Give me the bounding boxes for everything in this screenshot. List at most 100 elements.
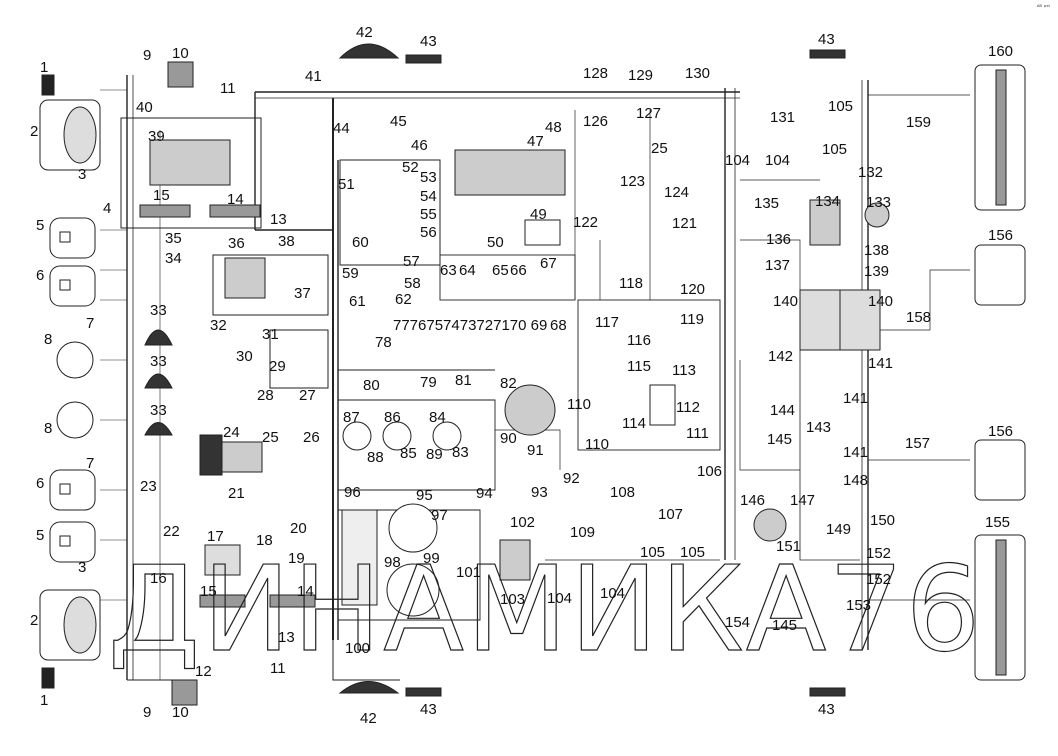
label-83: 83 [452, 444, 469, 461]
label-134: 134 [815, 193, 840, 210]
label-42: 42 [356, 24, 373, 41]
label-102: 102 [510, 514, 535, 531]
label-107: 107 [658, 506, 683, 523]
label-40: 40 [136, 99, 153, 116]
label-80: 80 [363, 377, 380, 394]
label-7: 7 [86, 455, 94, 472]
label-87: 87 [343, 409, 360, 426]
label-10: 10 [172, 704, 189, 721]
horn-bottom [56, 401, 94, 439]
label-51: 51 [338, 176, 355, 193]
label-92: 92 [563, 470, 580, 487]
label-85: 85 [400, 445, 417, 462]
label-43: 43 [420, 701, 437, 718]
label-47: 47 [527, 133, 544, 150]
label-130: 130 [685, 65, 710, 82]
label-78: 78 [375, 334, 392, 351]
label-30: 30 [236, 348, 253, 365]
label-152: 152 [866, 545, 891, 562]
label-13: 13 [278, 629, 295, 646]
label-97: 97 [431, 507, 448, 524]
label-21: 21 [228, 485, 245, 502]
label-49: 49 [530, 206, 547, 223]
label-9: 9 [143, 704, 151, 721]
label-118: 118 [619, 275, 643, 292]
label-122: 122 [573, 214, 598, 231]
label-160: 160 [988, 43, 1013, 60]
label-136: 136 [766, 231, 791, 248]
label-137: 137 [765, 257, 790, 274]
label-8: 8 [44, 420, 52, 437]
label-140: 140 [773, 293, 798, 310]
label-13: 13 [270, 211, 287, 228]
label-129: 129 [628, 67, 653, 84]
label-8: 8 [44, 331, 52, 348]
label-34: 34 [165, 250, 182, 267]
label-43: 43 [818, 31, 835, 48]
label-69-77: 7776757473727170 69 [393, 317, 547, 334]
label-111: 111 [686, 425, 709, 442]
label-133: 133 [866, 194, 891, 211]
label-146: 146 [740, 492, 765, 509]
label-112: 112 [676, 399, 700, 416]
label-159: 159 [906, 114, 931, 131]
label-5: 5 [36, 527, 44, 544]
label-57: 57 [403, 253, 420, 270]
label-117: 117 [595, 314, 619, 331]
label-52: 52 [402, 159, 419, 176]
label-156: 156 [988, 423, 1013, 440]
label-55: 55 [420, 206, 437, 223]
label-6: 6 [36, 267, 44, 284]
label-132: 132 [858, 164, 883, 181]
label-145: 145 [767, 431, 792, 448]
label-82: 82 [500, 375, 517, 392]
label-15: 15 [200, 583, 217, 600]
label-110: 110 [567, 396, 591, 413]
label-105: 105 [828, 98, 853, 115]
label-119: 119 [680, 311, 704, 328]
label-2: 2 [30, 612, 38, 629]
label-33: 33 [150, 353, 167, 370]
label-68: 68 [550, 317, 567, 334]
label-81: 81 [455, 372, 472, 389]
lamp-156b [974, 439, 1026, 501]
label-27: 27 [299, 387, 316, 404]
label-139: 139 [864, 263, 889, 280]
label-89: 89 [426, 446, 443, 463]
label-154: 154 [725, 614, 750, 631]
label-158: 158 [906, 309, 931, 326]
side-lamp-5b [49, 521, 96, 563]
label-84: 84 [429, 409, 446, 426]
label-31: 31 [262, 326, 279, 343]
label-95: 95 [416, 487, 433, 504]
label-37: 37 [294, 285, 311, 302]
label-149: 149 [826, 521, 851, 538]
label-141: 141 [868, 355, 893, 372]
label-67: 67 [540, 255, 557, 272]
label-25: 25 [262, 429, 279, 446]
corner-mark: ᴬᴮ ᵖᵉˡ [1036, 4, 1050, 11]
label-63: 63 [440, 262, 457, 279]
label-157: 157 [905, 435, 930, 452]
label-9: 9 [143, 47, 151, 64]
label-1: 1 [40, 692, 48, 709]
label-65: 65 [492, 262, 509, 279]
label-91: 91 [527, 442, 544, 459]
components [39, 43, 1026, 706]
label-50: 50 [487, 234, 504, 251]
label-33: 33 [150, 302, 167, 319]
label-11: 11 [270, 660, 286, 677]
label-12: 12 [195, 663, 212, 680]
label-121: 121 [672, 215, 697, 232]
label-54: 54 [420, 188, 437, 205]
label-1: 1 [40, 59, 48, 76]
label-61: 61 [349, 293, 366, 310]
label-147: 147 [790, 492, 815, 509]
label-94: 94 [476, 485, 493, 502]
label-131: 131 [770, 109, 795, 126]
label-29: 29 [269, 358, 286, 375]
label-64: 64 [459, 262, 476, 279]
label-18: 18 [256, 532, 273, 549]
label-100: 100 [345, 640, 370, 657]
